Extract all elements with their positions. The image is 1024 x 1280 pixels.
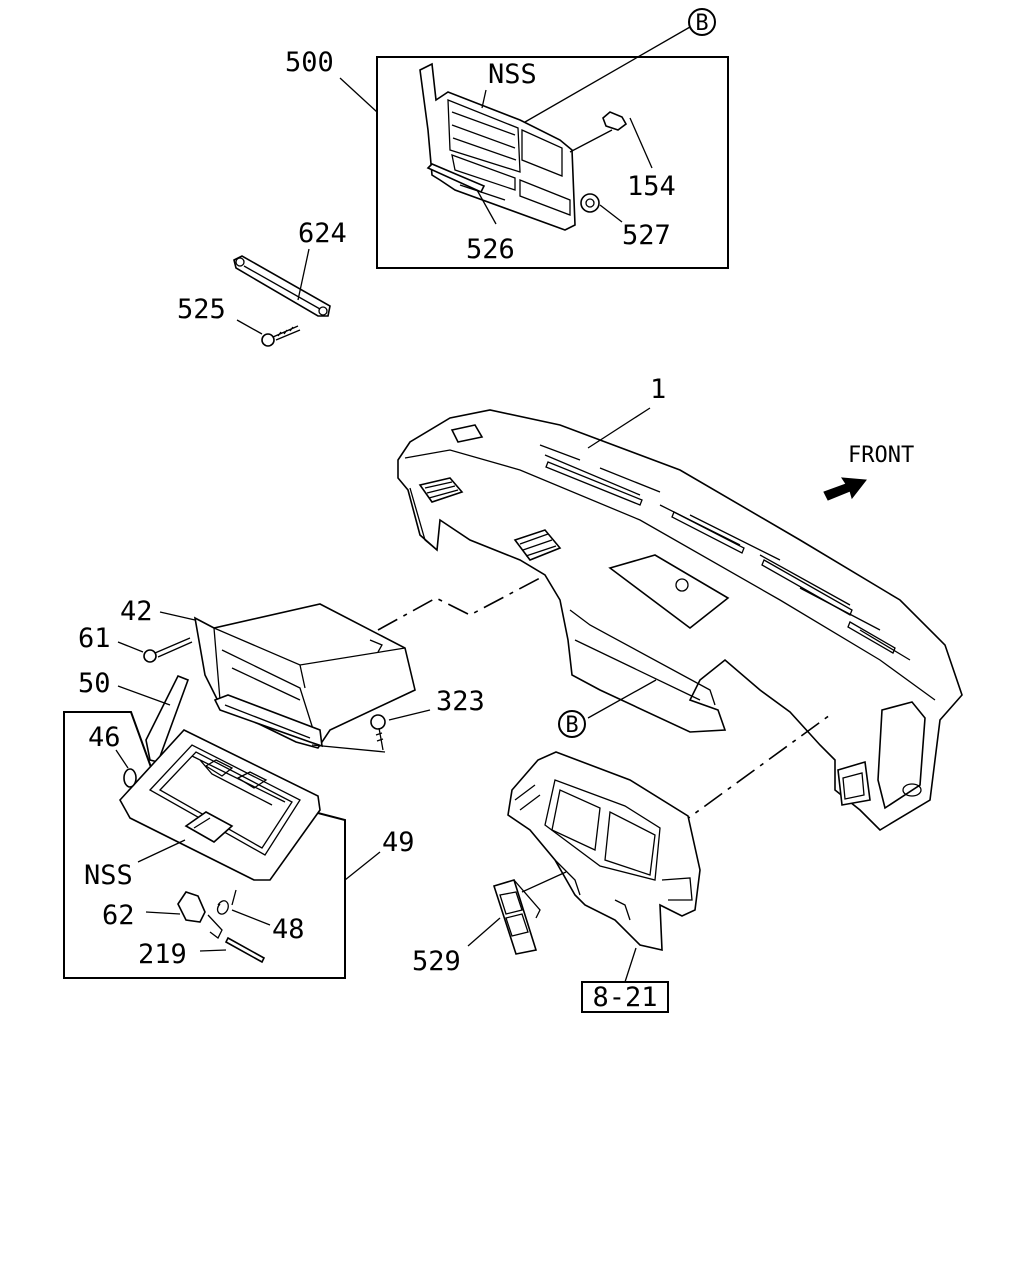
label-49: 49: [382, 827, 415, 858]
label-46: 46: [88, 722, 121, 753]
callout-b-mid: B: [565, 713, 578, 738]
cluster-bezel: [507, 751, 701, 952]
ref-8-21-box: [581, 981, 669, 1013]
dashboard-panel-1: [397, 409, 963, 832]
label-624: 624: [298, 218, 347, 249]
label-nss-top: NSS: [488, 59, 537, 90]
screw-525: [261, 325, 301, 347]
label-525: 525: [177, 294, 226, 325]
label-ref-8-21: 8-21: [592, 982, 657, 1013]
label-48: 48: [272, 914, 305, 945]
label-front: FRONT: [848, 443, 914, 468]
label-526: 526: [466, 234, 515, 265]
label-nss-bottom: NSS: [84, 860, 133, 891]
label-62: 62: [102, 900, 135, 931]
label-42: 42: [120, 596, 153, 627]
screw-323: [370, 714, 386, 751]
glovebox-door-group-box: [63, 711, 346, 979]
label-527: 527: [622, 220, 671, 251]
latch-62: [177, 891, 223, 939]
label-323: 323: [436, 686, 485, 717]
glovebox-door-49: [119, 729, 321, 881]
assembly-500-box: [376, 56, 729, 269]
label-154: 154: [627, 171, 676, 202]
screw-61: [143, 637, 193, 663]
label-1: 1: [650, 374, 666, 405]
spring-48: [216, 900, 229, 915]
callout-b-top-circle: [688, 8, 716, 36]
label-219: 219: [138, 939, 187, 970]
label-50: 50: [78, 668, 111, 699]
label-61: 61: [78, 623, 111, 654]
callout-b-top: B: [695, 11, 708, 36]
front-arrow-icon: [823, 477, 867, 501]
stopper-46: [123, 768, 137, 788]
panel-529: [492, 879, 541, 955]
glovebox-housing-42: [193, 603, 416, 749]
label-529: 529: [412, 946, 461, 977]
pin-219: [224, 936, 266, 964]
callout-b-mid-circle: [558, 710, 586, 738]
strip-50: [145, 674, 190, 763]
bracket-624: [233, 255, 331, 317]
label-500: 500: [285, 47, 334, 78]
